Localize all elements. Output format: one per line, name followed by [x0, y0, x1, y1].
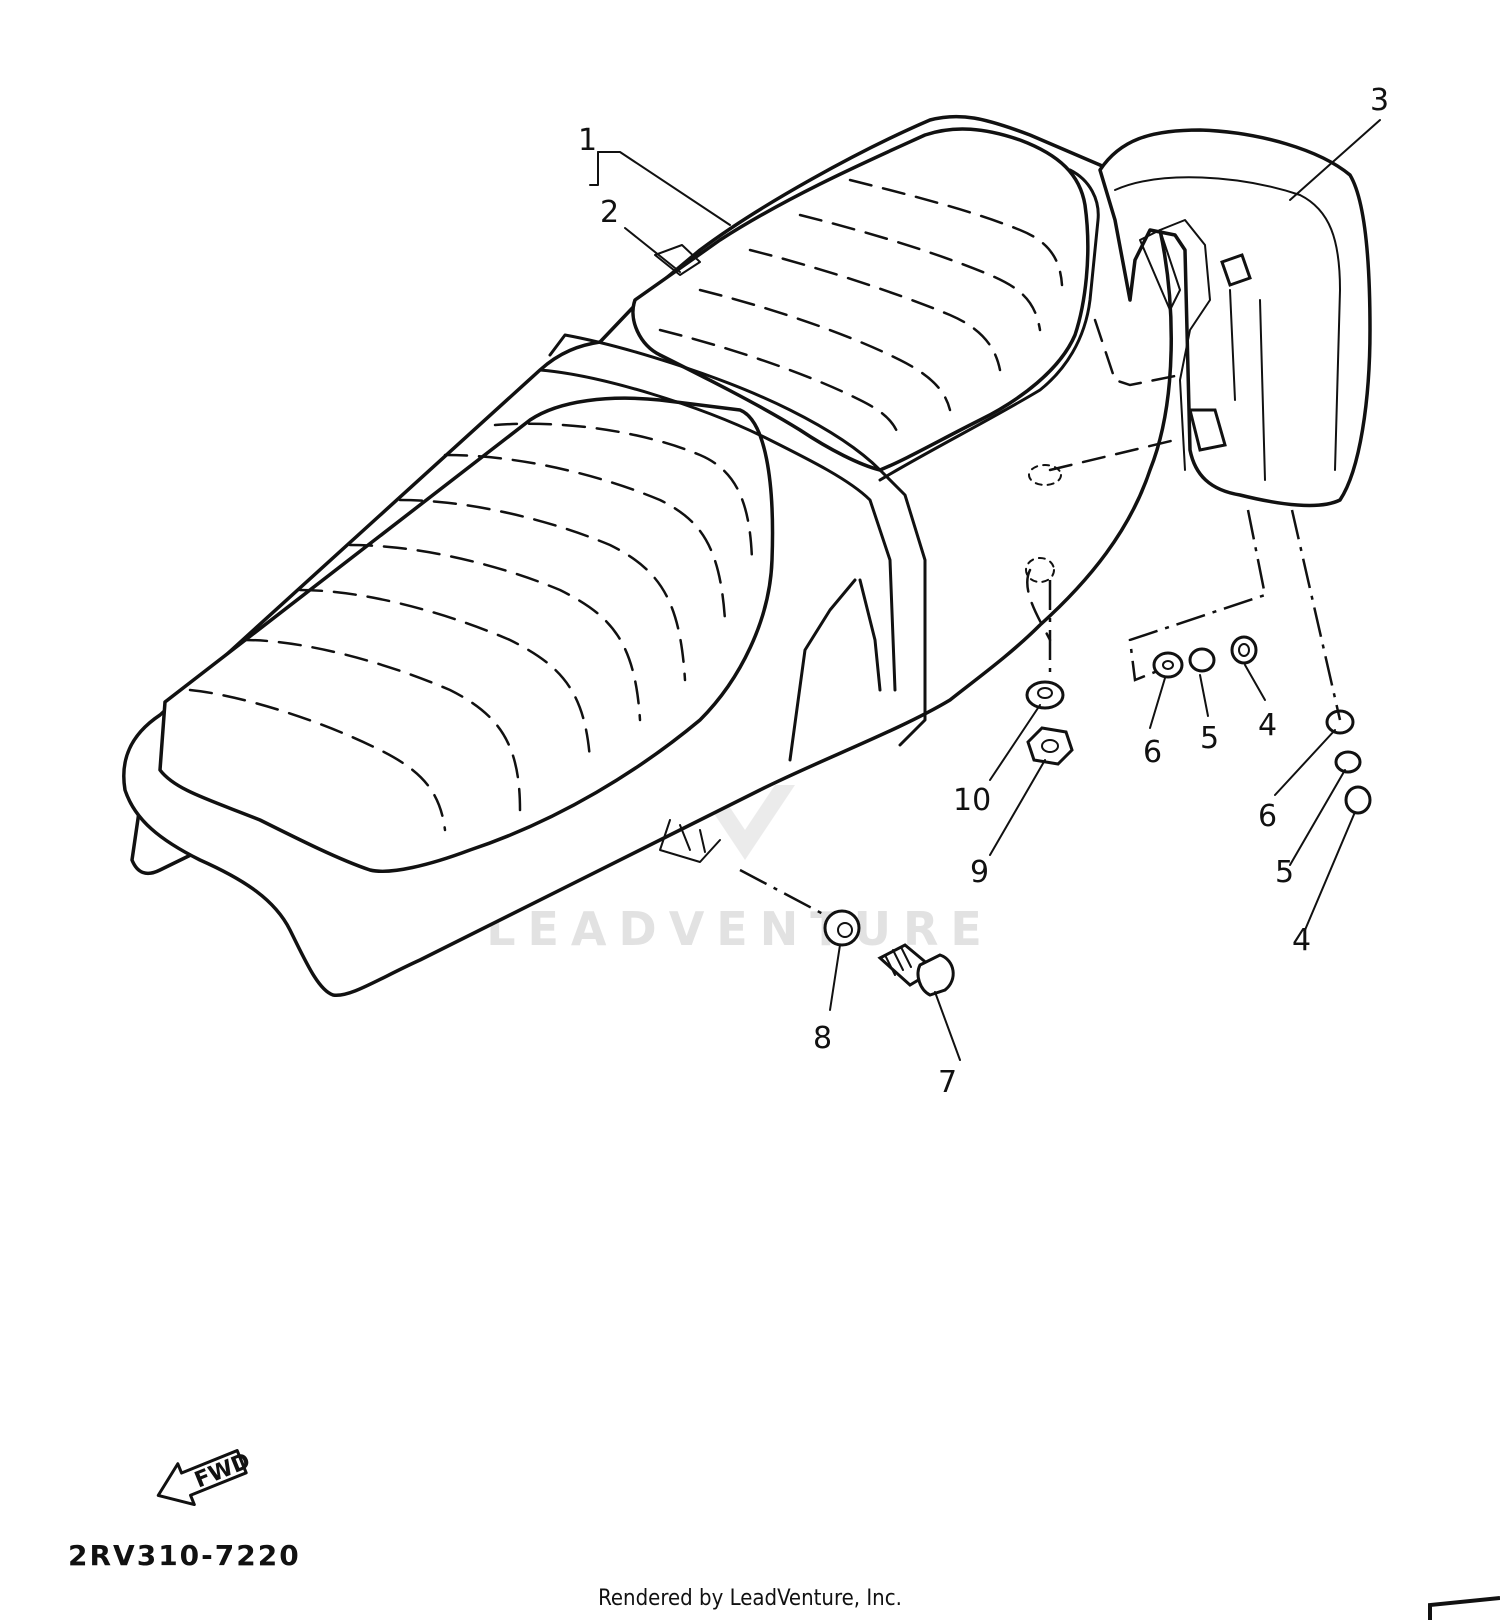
watermark-text: LEADVENTURE	[486, 902, 994, 956]
callout-10: 10	[953, 783, 991, 818]
callout-5b: 5	[1275, 855, 1294, 890]
corner-box	[1428, 1596, 1500, 1620]
callout-6a: 6	[1143, 735, 1162, 770]
callout-4b: 4	[1292, 923, 1311, 958]
callout-4a: 4	[1258, 708, 1277, 743]
callout-3: 3	[1370, 83, 1389, 118]
part-code: 2RV310-7220	[68, 1539, 301, 1572]
callout-1: 1	[578, 123, 597, 158]
hardware-parts	[739, 509, 1372, 997]
credit-text: Rendered by LeadVenture, Inc.	[598, 1586, 902, 1611]
leader-lines	[589, 119, 1381, 1061]
callout-5a: 5	[1200, 721, 1219, 756]
callout-6b: 6	[1258, 799, 1277, 834]
callout-2: 2	[600, 195, 619, 230]
callout-labels: 1 2 3 4 4 5 5 6 6 7 8 9 10	[578, 83, 1389, 1100]
callout-7: 7	[938, 1065, 957, 1100]
grab-bar	[1048, 128, 1372, 508]
fwd-arrow: FWD	[156, 1449, 254, 1507]
seat-assembly	[122, 114, 1173, 997]
callout-9: 9	[970, 855, 989, 890]
callout-8: 8	[813, 1021, 832, 1056]
